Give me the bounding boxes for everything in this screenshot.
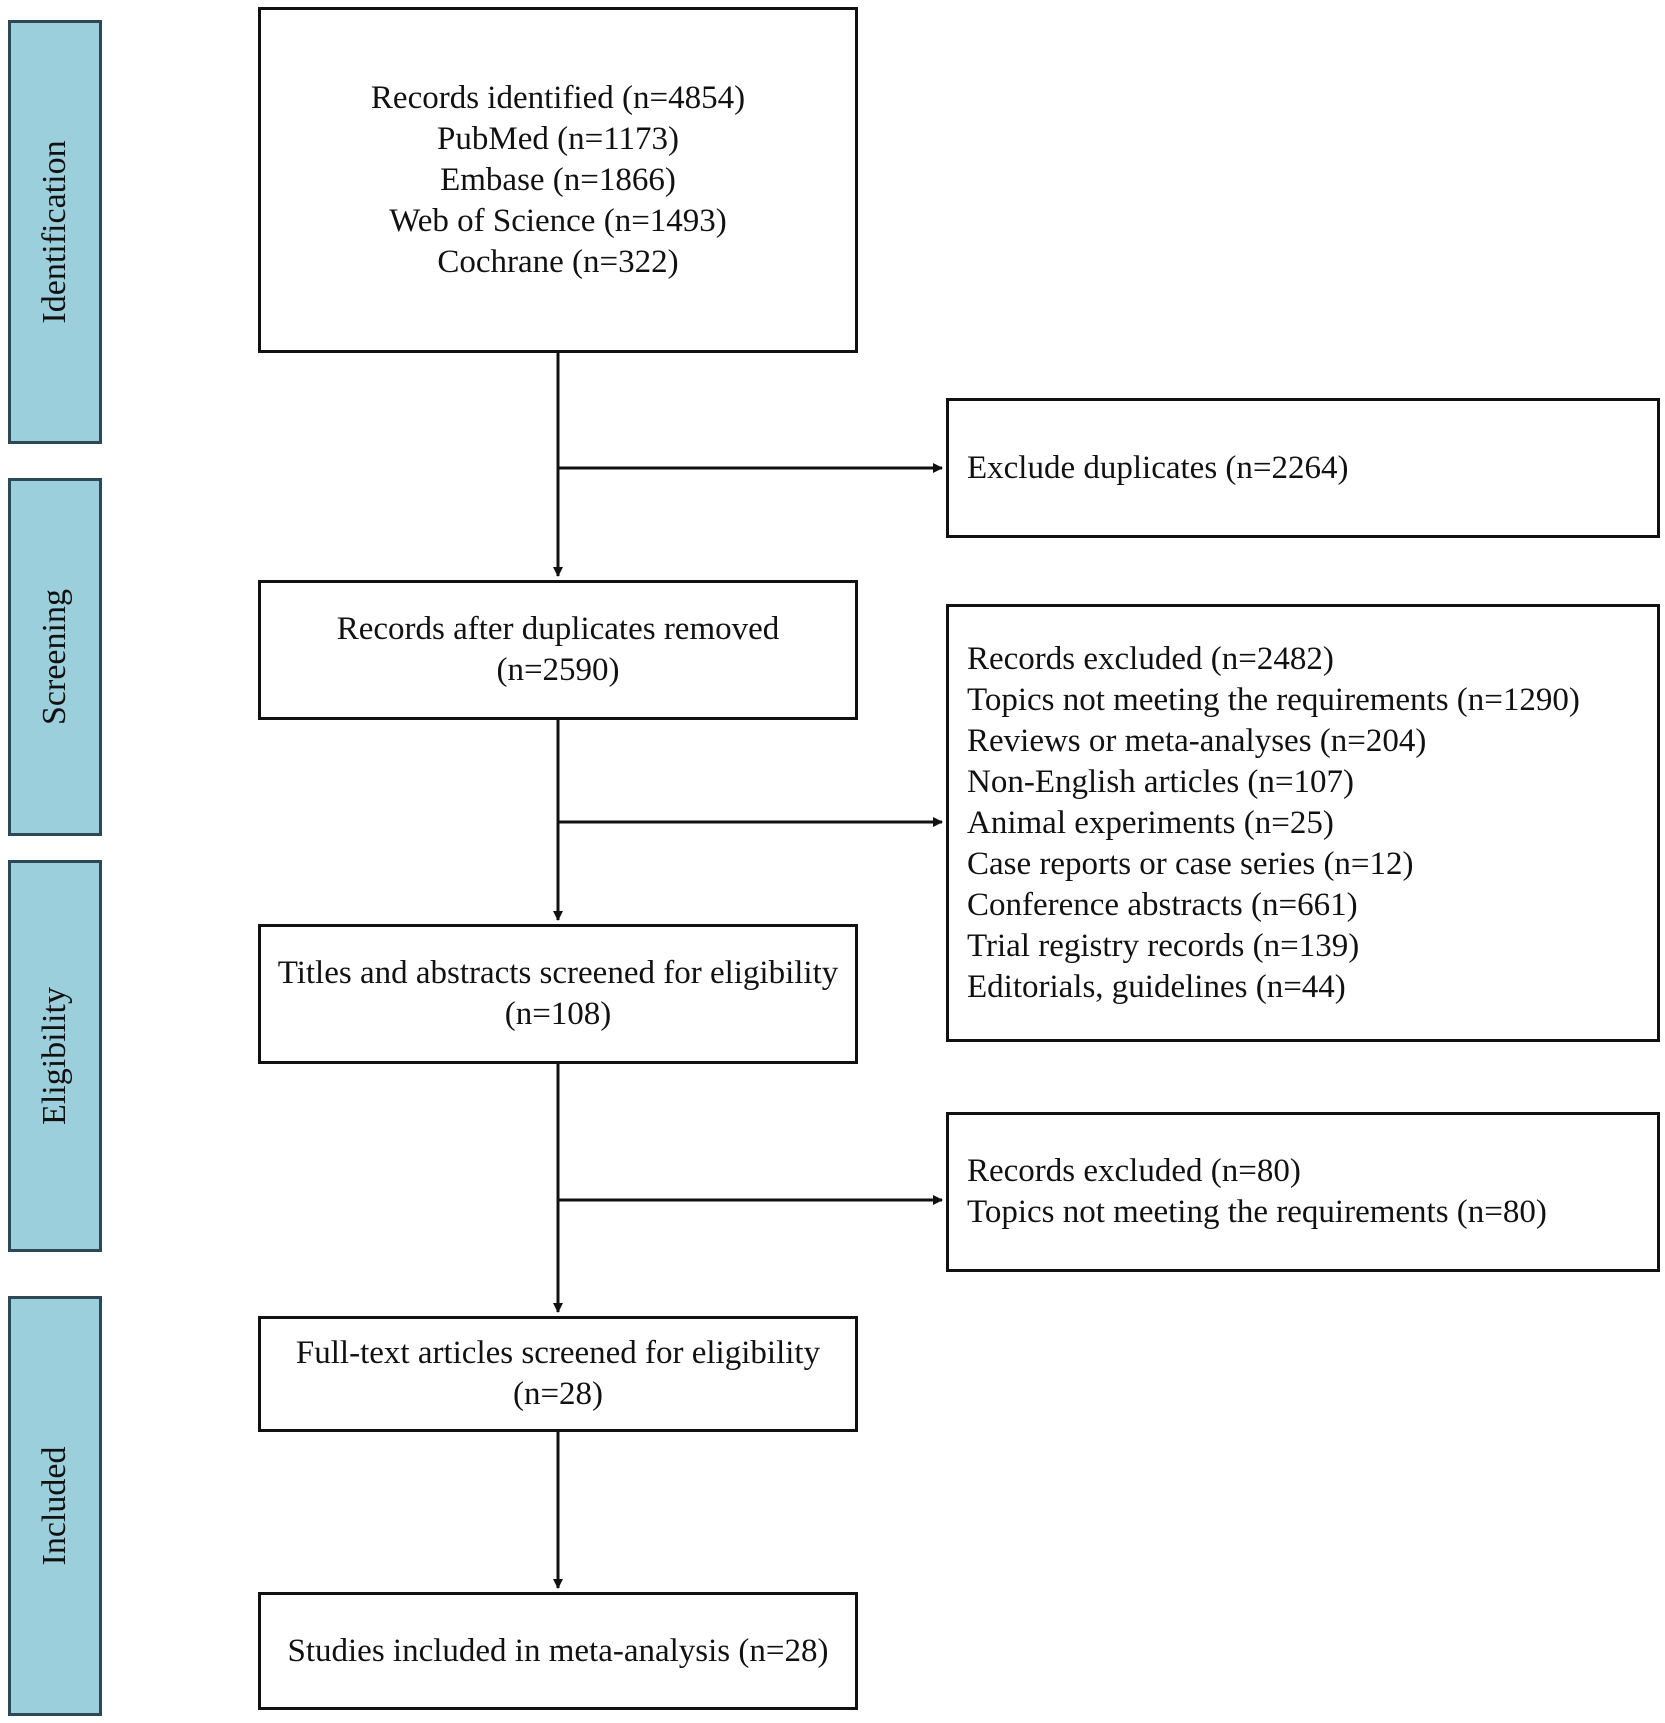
box-line: Animal experiments (n=25) — [967, 804, 1334, 841]
box-line: Records excluded (n=2482) — [967, 640, 1334, 677]
phase-eligibility: Eligibility — [8, 860, 102, 1252]
records-after-duplicates-box: Records after duplicates removed (n=2590… — [258, 580, 858, 720]
box-line: Exclude duplicates (n=2264) — [967, 449, 1349, 486]
screening-excluded-box: Records excluded (n=2482) Topics not mee… — [946, 604, 1660, 1042]
box-line: Cochrane (n=322) — [437, 243, 679, 280]
records-identified-box: Records identified (n=4854) PubMed (n=11… — [258, 7, 858, 353]
box-line: (n=28) — [512, 1376, 604, 1412]
box-line: Web of Science (n=1493) — [389, 202, 727, 239]
box-line: Trial registry records (n=139) — [967, 927, 1360, 964]
box-line: Topics not meeting the requirements (n=8… — [967, 1194, 1547, 1230]
box-line: Full-text articles screened for eligibil… — [295, 1335, 821, 1371]
box-line: Editorials, guidelines (n=44) — [967, 968, 1346, 1005]
box-line: (n=108) — [504, 996, 612, 1032]
full-text-screened-box: Full-text articles screened for eligibil… — [258, 1316, 858, 1432]
eligibility-excluded-box: Records excluded (n=80) Topics not meeti… — [946, 1112, 1660, 1272]
box-line: Non-English articles (n=107) — [967, 763, 1355, 800]
box-line: PubMed (n=1173) — [437, 120, 679, 157]
phase-identification: Identification — [8, 20, 102, 444]
titles-abstracts-screened-box: Titles and abstracts screened for eligib… — [258, 924, 858, 1064]
box-line: Studies included in meta-analysis (n=28) — [287, 1632, 829, 1669]
box-line: Reviews or meta-analyses (n=204) — [967, 722, 1427, 759]
duplicates-excluded-box: Exclude duplicates (n=2264) — [946, 398, 1660, 538]
box-line: Topics not meeting the requirements (n=1… — [967, 681, 1580, 718]
box-line: Embase (n=1866) — [440, 161, 676, 198]
studies-included-box: Studies included in meta-analysis (n=28) — [258, 1592, 858, 1710]
box-line: Case reports or case series (n=12) — [967, 845, 1414, 882]
box-line: Conference abstracts (n=661) — [967, 886, 1358, 923]
box-line: Records after duplicates removed — [336, 611, 780, 647]
box-line: Records identified (n=4854) — [370, 79, 746, 116]
phase-screening: Screening — [8, 478, 102, 836]
box-line: (n=2590) — [496, 652, 620, 688]
box-line: Titles and abstracts screened for eligib… — [277, 955, 839, 991]
phase-included: Included — [8, 1296, 102, 1716]
box-line: Records excluded (n=80) — [967, 1153, 1301, 1189]
